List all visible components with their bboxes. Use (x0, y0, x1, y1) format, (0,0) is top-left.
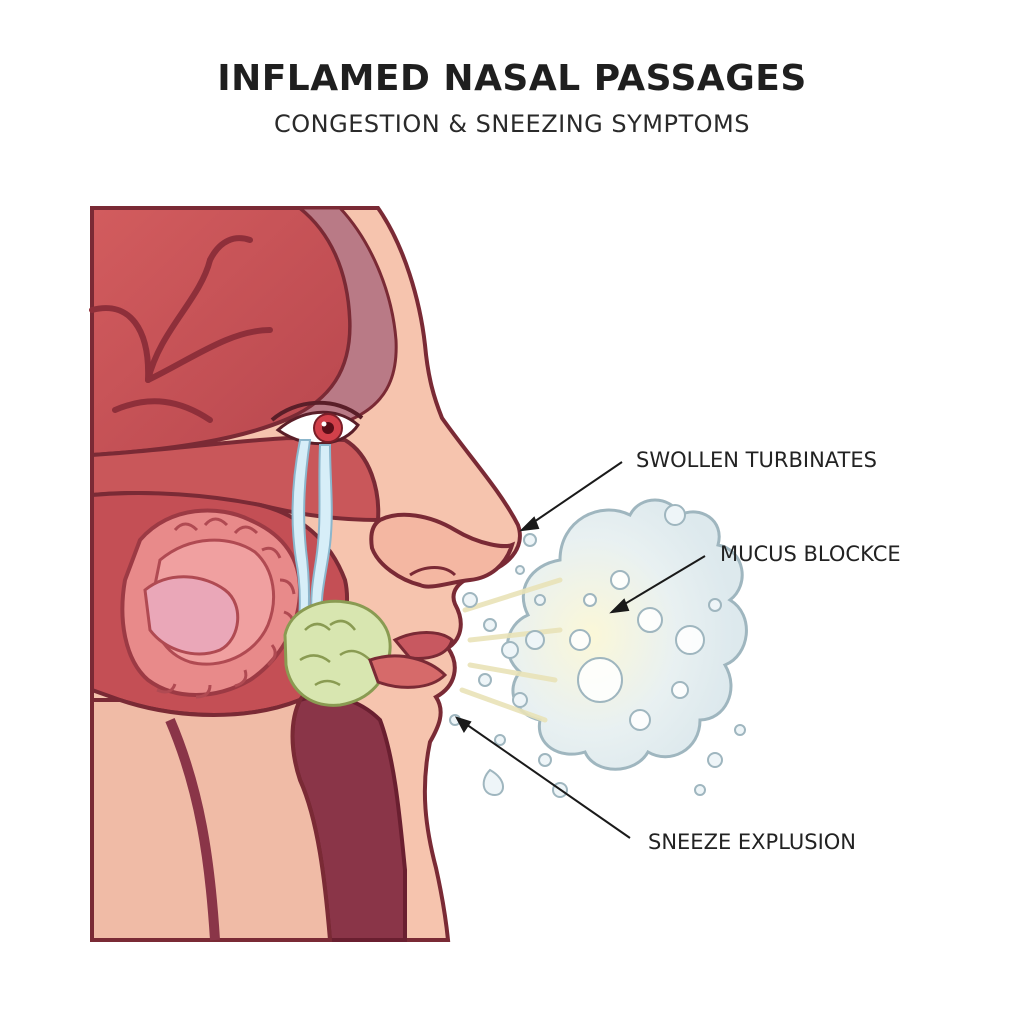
spine-line (165, 718, 220, 941)
neck-tissue (90, 696, 333, 942)
label-sneeze-explosion: SNEEZE EXPLUSION (648, 830, 857, 854)
brain-vessels (89, 235, 273, 423)
label-swollen-turbinates: SWOLLEN TURBINATES (636, 448, 877, 472)
eye-icon (270, 400, 364, 446)
upper-lip (392, 631, 454, 660)
nose (369, 512, 516, 589)
page-title: INFLAMED NASAL PASSAGES (217, 58, 807, 99)
label-mucus-blockage: MUCUS BLOCKCE (720, 542, 901, 566)
page-subtitle: CONGESTION & SNEEZING SYMPTOMS (274, 110, 750, 138)
tongue (368, 654, 448, 689)
leader-arrows (454, 461, 706, 839)
mucus-blockage (283, 599, 392, 707)
swollen-turbinates (120, 508, 303, 699)
